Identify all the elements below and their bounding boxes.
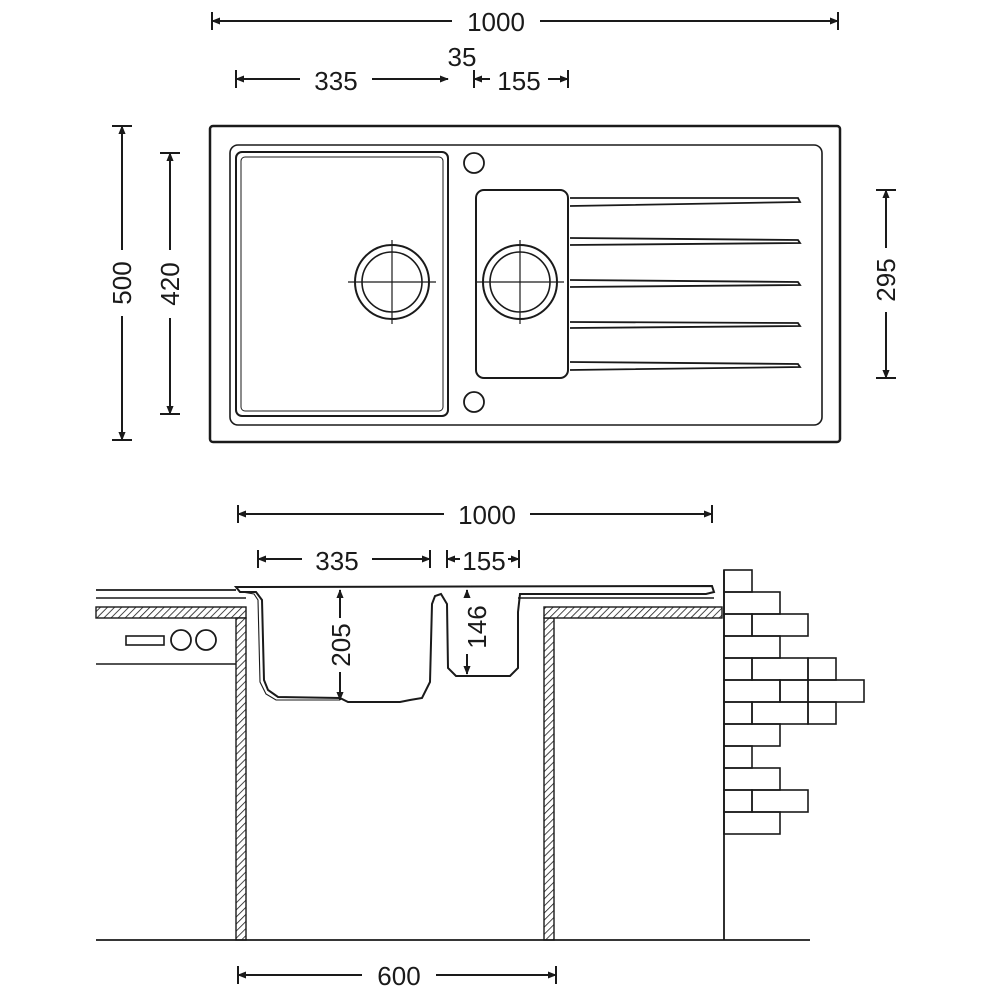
dim-label-146: 146: [462, 605, 492, 648]
half-bowl-drain: [476, 240, 564, 324]
cabinet-wall-left: [235, 617, 247, 941]
tap-hole-bottom: [463, 391, 485, 413]
top-view: 1000 335 35 155 500: [107, 7, 901, 444]
tap-hole-top: [463, 152, 485, 174]
dimension-cabinet-width: 600: [237, 961, 557, 991]
sink-inner-rim: [229, 144, 823, 426]
dimension-half-bowl-depth: 295: [871, 189, 901, 379]
sink-outline: [208, 124, 842, 444]
dim-label-295: 295: [871, 258, 901, 301]
worktop-right: [518, 597, 723, 619]
main-bowl: [235, 151, 449, 417]
dimension-overall-width-side: 1000: [237, 500, 713, 530]
half-bowl: [475, 189, 569, 379]
dim-label-35: 35: [448, 42, 477, 72]
appliance-controls: [125, 629, 217, 651]
dimension-overall-depth: 500: [107, 125, 137, 441]
dim-label-500: 500: [107, 261, 137, 304]
dimension-overall-width-top: 1000: [211, 7, 839, 37]
dimension-bowl-width-side: 335: [257, 546, 431, 576]
sink-cross-section: [233, 584, 716, 703]
dimension-bowl-width-top: 335: [235, 66, 449, 96]
dim-label-205: 205: [326, 623, 356, 666]
dim-label-155-side: 155: [462, 546, 505, 576]
brick-wall: [723, 569, 865, 940]
dim-label-155-top: 155: [497, 66, 540, 96]
dim-label-420: 420: [155, 262, 185, 305]
worktop-left: [95, 589, 247, 665]
dimension-bowl-height: 205: [326, 589, 356, 701]
cabinet-wall-right: [543, 617, 555, 941]
side-view: 1000 335 155: [95, 500, 865, 991]
dim-label-335-side: 335: [315, 546, 358, 576]
dimension-bowl-depth: 420: [155, 152, 185, 415]
dimension-half-bowl-width-top: 155: [473, 66, 569, 96]
dimension-half-bowl-width-side: 155: [446, 546, 520, 576]
dim-label-600: 600: [377, 961, 420, 991]
main-bowl-drain: [348, 240, 436, 324]
dim-label-335-top: 335: [314, 66, 357, 96]
dimension-half-bowl-height: 146: [462, 589, 492, 675]
dim-label-1000-top: 1000: [467, 7, 525, 37]
drainer-grooves: [569, 197, 802, 371]
dim-label-1000-side: 1000: [458, 500, 516, 530]
